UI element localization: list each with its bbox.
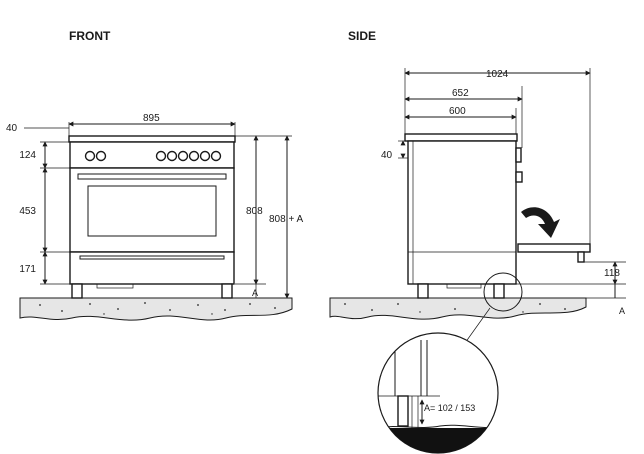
foot-detail-magnified: A= 102 / 153 xyxy=(377,332,499,454)
front-width-label: 895 xyxy=(143,113,160,124)
side-clearance-dimensions: 118 A xyxy=(504,261,626,316)
side-depth-body-label: 600 xyxy=(449,106,466,117)
front-drawer-label: 171 xyxy=(19,264,36,275)
front-control-panel-label: 124 xyxy=(19,150,36,161)
detail-note-label: A= 102 / 153 xyxy=(424,403,475,413)
front-cooker xyxy=(68,135,236,299)
side-floor-texture xyxy=(344,303,566,313)
front-floor-texture xyxy=(39,302,276,315)
side-drawer-clearance-label: 118 xyxy=(604,268,620,279)
side-depth-handle-label: 652 xyxy=(452,88,469,99)
side-cooker xyxy=(404,133,523,299)
front-height-label: 808 xyxy=(246,206,263,217)
front-left-dimensions: 40 124 453 171 xyxy=(6,123,70,285)
detail-callout xyxy=(464,272,523,344)
side-open-door xyxy=(517,243,591,263)
side-view-title: SIDE xyxy=(348,29,376,43)
front-top-offset-label: 40 xyxy=(6,123,18,134)
side-top-offset-label: 40 xyxy=(381,150,393,161)
front-width-dimension: 895 xyxy=(68,113,236,136)
side-depth-dimensions: 1024 652 600 xyxy=(404,68,591,244)
front-oven-door-label: 453 xyxy=(19,206,36,217)
side-top-offset-dimension: 40 xyxy=(381,140,408,161)
side-a-label: A xyxy=(619,306,625,316)
front-right-dimensions: 808 808 + A A xyxy=(235,135,304,299)
front-view-title: FRONT xyxy=(69,29,111,43)
front-floor xyxy=(19,297,293,321)
side-floor xyxy=(329,297,587,320)
front-a-label: A xyxy=(252,288,258,298)
front-height-plus-a-label: 808 + A xyxy=(269,214,304,225)
door-swing-arrow xyxy=(521,207,560,238)
side-depth-total-label: 1024 xyxy=(486,69,509,80)
